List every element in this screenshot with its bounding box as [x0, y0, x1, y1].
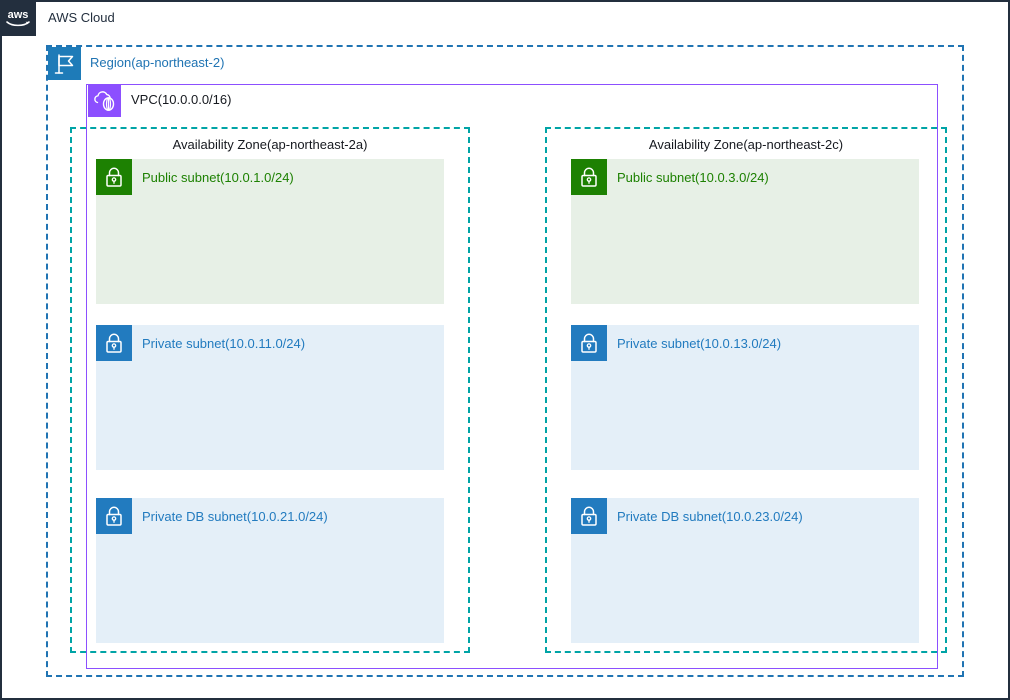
lock-icon	[571, 159, 607, 195]
subnet-label: Private DB subnet(10.0.23.0/24)	[617, 509, 803, 524]
lock-icon	[96, 159, 132, 195]
subnet-label: Public subnet(10.0.1.0/24)	[142, 170, 294, 185]
vpc-cloud-icon	[88, 84, 121, 117]
vpc-label: VPC(10.0.0.0/16)	[131, 92, 232, 107]
availability-zone-boundary-a	[70, 127, 470, 653]
svg-text:aws: aws	[8, 9, 29, 21]
subnet-label: Private subnet(10.0.13.0/24)	[617, 336, 782, 351]
vpc-boundary	[86, 84, 938, 669]
lock-icon	[571, 325, 607, 361]
subnet-label: Public subnet(10.0.3.0/24)	[617, 170, 769, 185]
subnet-public-c: Public subnet(10.0.3.0/24)	[571, 159, 919, 304]
availability-zone-boundary-c	[545, 127, 947, 653]
region-label: Region(ap-northeast-2)	[90, 55, 225, 70]
subnet-public-a: Public subnet(10.0.1.0/24)	[96, 159, 444, 304]
region-flag-icon	[48, 47, 81, 80]
lock-icon	[96, 498, 132, 534]
subnet-private-c: Private subnet(10.0.13.0/24)	[571, 325, 919, 470]
availability-zone-label-c: Availability Zone(ap-northeast-2c)	[648, 137, 844, 152]
subnet-private-db-a: Private DB subnet(10.0.21.0/24)	[96, 498, 444, 643]
availability-zone-label-a: Availability Zone(ap-northeast-2a)	[172, 137, 368, 152]
subnet-private-a: Private subnet(10.0.11.0/24)	[96, 325, 444, 470]
subnet-private-db-c: Private DB subnet(10.0.23.0/24)	[571, 498, 919, 643]
lock-icon	[571, 498, 607, 534]
aws-logo-icon: aws	[0, 0, 36, 36]
aws-cloud-label: AWS Cloud	[48, 10, 115, 25]
subnet-label: Private DB subnet(10.0.21.0/24)	[142, 509, 328, 524]
region-boundary	[46, 45, 964, 677]
subnet-label: Private subnet(10.0.11.0/24)	[142, 336, 306, 351]
lock-icon	[96, 325, 132, 361]
